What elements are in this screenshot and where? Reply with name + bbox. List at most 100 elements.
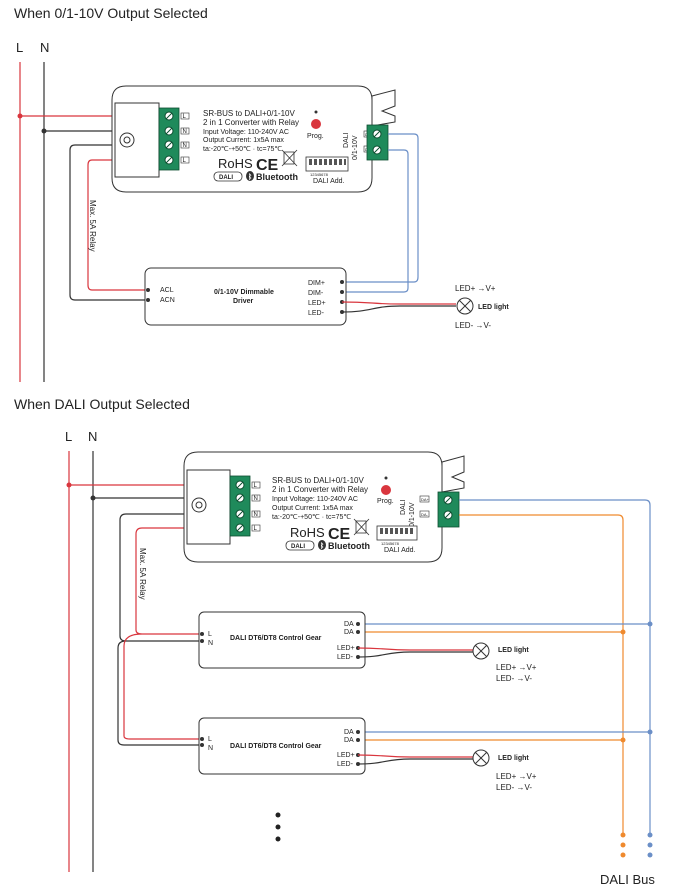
- section1-led-minus: LED- →V-: [455, 321, 491, 330]
- section1-prog-button: [311, 119, 321, 129]
- section2-input-terminal: [229, 475, 251, 537]
- svg-text:Bluetooth: Bluetooth: [328, 541, 370, 551]
- section2-label-l: L: [65, 429, 72, 444]
- svg-text:N: N: [254, 512, 258, 518]
- section1-converter-output: Output Current: 1x5A max: [203, 137, 284, 144]
- svg-text:L: L: [254, 526, 258, 532]
- section1-converter-name: SR-BUS to DALI+0/1-10V: [203, 109, 295, 118]
- dali-logo: [285, 540, 315, 551]
- control-gear-2-name: DALI DT6/DT8 Control Gear: [230, 743, 322, 750]
- svg-text:ACN: ACN: [160, 297, 175, 304]
- section1-label-l: L: [16, 40, 23, 55]
- svg-text:ᛒ: ᛒ: [248, 173, 252, 181]
- control-gear-2: [198, 717, 366, 775]
- svg-text:LED+ →V+: LED+ →V+: [496, 663, 537, 672]
- dali-logo: [213, 171, 243, 182]
- ce-mark: CE: [256, 157, 279, 174]
- section1-converter-temp: ta:-20℃-+50℃ · tc=75℃: [203, 146, 282, 153]
- svg-text:Driver: Driver: [233, 298, 254, 305]
- svg-text:LED- →V-: LED- →V-: [496, 783, 532, 792]
- bluetooth-icon: ᛒ: [318, 540, 326, 550]
- svg-text:ᛒ: ᛒ: [320, 542, 324, 550]
- svg-text:LED- →V-: LED- →V-: [496, 674, 532, 683]
- section2-title: When DALI Output Selected: [14, 396, 190, 412]
- svg-text:N: N: [183, 129, 187, 135]
- section1-label-n: N: [40, 40, 49, 55]
- svg-text:DALI: DALI: [400, 499, 407, 515]
- section2-output-terminal: [437, 491, 460, 528]
- section1-driver-name: 0/1-10V Dimmable: [214, 289, 274, 296]
- section1-dimplus-wire: [342, 133, 419, 283]
- svg-text:12345678: 12345678: [381, 541, 400, 546]
- section1-converter-sub: 2 in 1 Converter with Relay: [203, 118, 299, 127]
- svg-text:ACL: ACL: [160, 287, 174, 294]
- section1-driver: [144, 267, 347, 326]
- more-gears-dots: [275, 812, 281, 842]
- bluetooth-icon: ᛒ: [246, 171, 254, 181]
- svg-text:DIM-: DIM-: [308, 290, 324, 297]
- section1-converter-input: Input Voltage: 110-240V AC: [203, 129, 289, 136]
- svg-text:N: N: [208, 640, 213, 647]
- svg-text:LED-: LED-: [308, 310, 325, 317]
- section1-led-plus: LED+ →V+: [455, 284, 496, 293]
- svg-text:DALI: DALI: [343, 132, 350, 148]
- svg-text:DALI: DALI: [219, 175, 233, 181]
- svg-text:12345678: 12345678: [310, 172, 329, 177]
- section2-label-n: N: [88, 429, 97, 444]
- dali-bus-label: DALI Bus: [600, 872, 655, 887]
- rohs-mark: RoHS: [218, 156, 253, 171]
- section1-relay-n-wire: [69, 144, 165, 301]
- svg-text:DA: DA: [344, 729, 354, 736]
- svg-text:LED-: LED-: [337, 654, 354, 661]
- svg-text:N: N: [208, 745, 213, 752]
- svg-text:LED+ →V+: LED+ →V+: [496, 772, 537, 781]
- svg-text:RoHS: RoHS: [290, 525, 325, 540]
- section1-title: When 0/1-10V Output Selected: [14, 5, 208, 21]
- section1-led-light-icon: [456, 297, 474, 315]
- svg-text:N: N: [254, 496, 258, 502]
- section1-output-terminal: [366, 124, 389, 161]
- svg-text:0/1-10V: 0/1-10V: [409, 502, 416, 527]
- svg-text:N: N: [183, 143, 187, 149]
- svg-text:L: L: [254, 483, 258, 489]
- weee-bin-icon: [281, 149, 298, 167]
- control-gear-1-name: DALI DT6/DT8 Control Gear: [230, 635, 322, 642]
- gear1-led-light-icon: [472, 642, 490, 660]
- section1-relay-label: Max. 5A Relay: [88, 200, 97, 252]
- svg-text:DA-: DA-: [421, 512, 429, 517]
- svg-text:LED light: LED light: [498, 647, 529, 654]
- section1-led-minus-wire: [341, 305, 456, 313]
- section2-relay-l-wire: [123, 527, 232, 740]
- section2-converter-name: SR-BUS to DALI+0/1-10V: [272, 476, 364, 485]
- control-gear-1: [198, 611, 366, 669]
- svg-text:DALI: DALI: [291, 544, 305, 550]
- svg-text:L: L: [208, 736, 212, 743]
- section2-relay-label: Max. 5A Relay: [138, 548, 147, 600]
- svg-text:DA: DA: [344, 629, 354, 636]
- svg-text:0/1-10V: 0/1-10V: [352, 135, 359, 160]
- svg-text:Prog.: Prog.: [377, 498, 394, 505]
- section1-input-terminal: [158, 107, 180, 171]
- svg-text:DIM+: DIM+: [308, 280, 325, 287]
- gear2-led-light-icon: [472, 749, 490, 767]
- svg-text:DA: DA: [344, 621, 354, 628]
- section2-relay-n-wire: [117, 513, 232, 746]
- svg-text:DA: DA: [344, 737, 354, 744]
- dali-bus-blue-wire: [459, 499, 651, 835]
- svg-text:L: L: [208, 631, 212, 638]
- svg-text:LED light: LED light: [498, 755, 529, 762]
- section1-dali-add: DALI Add.: [313, 178, 345, 185]
- section1-dimminus-wire: [342, 149, 409, 293]
- section1-led-light-label: LED light: [478, 304, 509, 311]
- svg-text:CE: CE: [328, 526, 351, 543]
- dali-bus-continuation-dots: [620, 832, 653, 858]
- svg-text:LED+: LED+: [308, 300, 326, 307]
- section1-relay-l-wire: [87, 159, 165, 291]
- bluetooth-label: Bluetooth: [256, 172, 298, 182]
- dali-bus-orange-wire: [459, 514, 624, 835]
- section1-led-plus-wire: [341, 301, 456, 305]
- svg-text:LED-: LED-: [337, 761, 354, 768]
- svg-text:ta:-20℃-+50℃ · tc=75℃: ta:-20℃-+50℃ · tc=75℃: [272, 514, 351, 521]
- svg-text:LED+: LED+: [337, 752, 355, 759]
